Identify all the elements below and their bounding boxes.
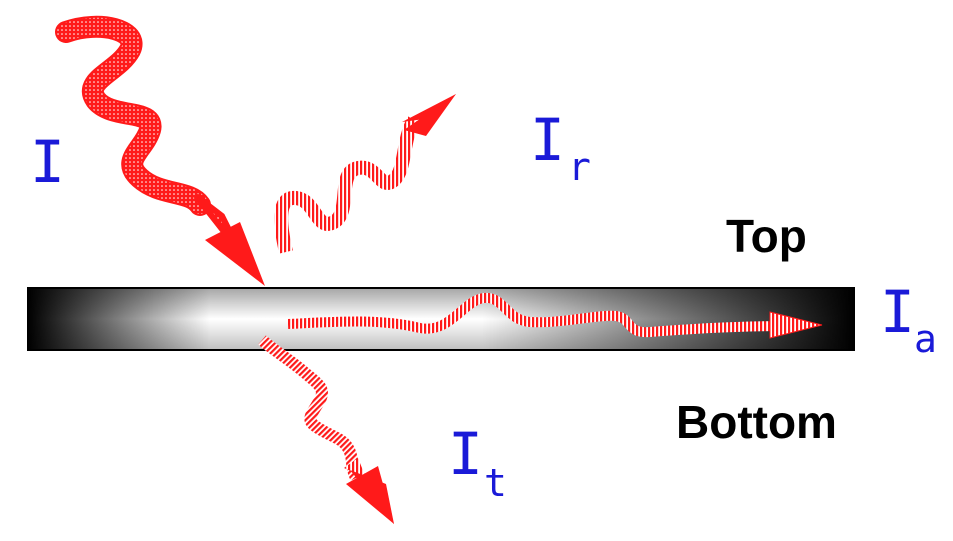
svg-text:I: I [880,278,915,346]
bottom-label: Bottom [676,396,837,448]
material-slab [27,287,855,351]
absorbed-label: I a [880,278,937,361]
reflected-label: I r [530,106,591,189]
transmitted-wave [258,335,394,524]
top-label: Top [726,210,807,262]
svg-text:a: a [914,317,937,361]
absorbed-wave [287,292,823,339]
svg-text:I: I [448,420,483,488]
incident-wave [55,15,265,286]
incident-label: I [30,128,65,196]
svg-text:r: r [568,145,591,189]
svg-text:I: I [530,106,565,174]
transmitted-label: I t [448,420,507,505]
reflected-wave [274,94,456,254]
svg-text:t: t [484,461,507,505]
